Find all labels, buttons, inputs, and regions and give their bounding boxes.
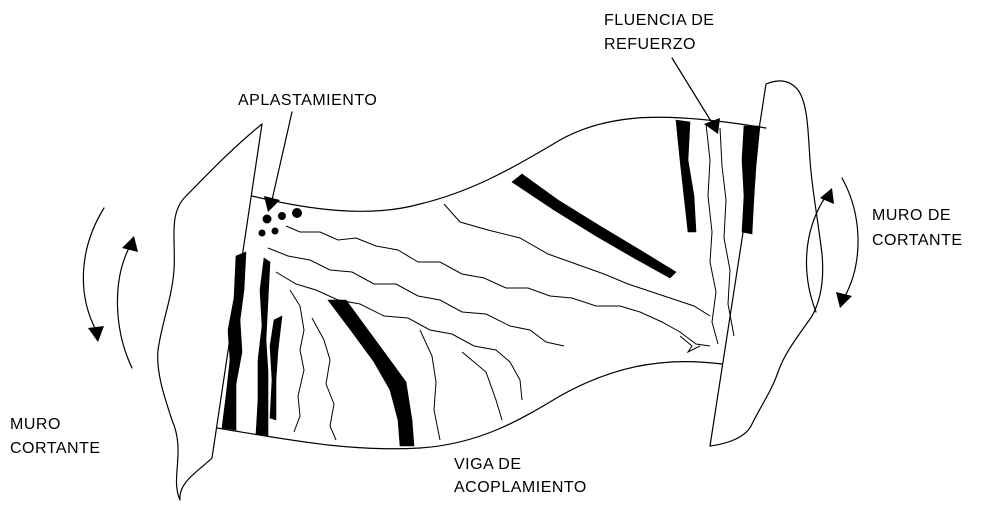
label-fluencia-line1: FLUENCIA DE [604,12,715,29]
thin-cracks [267,123,735,441]
right-shear-wall [709,80,824,447]
label-muro-right-line2: CORTANTE [872,232,963,249]
thin-crack-10 [719,127,735,337]
thin-crack-11 [679,335,701,354]
thin-crack-8 [443,203,711,317]
arrowhead [836,292,852,308]
label-muro-right-line1: MURO DE [872,207,952,224]
wide-crack-right-2 [741,125,761,235]
coupling-beam [216,116,767,450]
wide-crack-diagonal-upper [511,173,677,279]
wide-crack-right-1 [675,119,697,233]
left-rotation-arrows [82,207,138,369]
wide-crack-diagonal-lower [327,299,415,447]
label-muro-left-line2: CORTANTE [10,440,101,457]
thin-crack-4 [289,289,305,433]
crushing-dots [258,208,302,237]
thin-crack-3 [275,271,523,401]
label-fluencia-line2: REFUERZO [604,36,696,53]
left-shear-wall [157,123,263,501]
fluencia-leader [671,57,720,134]
arrowhead [122,236,138,252]
wide-cracks [221,119,761,447]
label-viga-line2: ACOPLAMIENTO [454,479,587,496]
right-rotation-arrows [805,177,859,313]
wide-crack-left-1 [221,251,247,431]
arrowhead [704,118,720,134]
arrowhead [820,188,834,204]
label-viga-line1: VIGA DE [454,456,522,473]
wide-crack-left-2 [255,257,271,437]
wide-crack-left-3 [269,315,283,421]
thin-crack-1 [285,225,711,347]
thin-crack-9 [705,123,719,345]
thin-crack-5 [311,317,337,441]
label-aplastamiento: APLASTAMIENTO [238,92,378,109]
thin-crack-7 [461,351,503,421]
thin-crack-2 [267,247,565,347]
arrowhead [88,326,104,342]
label-muro-left-line1: MURO [10,416,61,433]
aplastamiento-leader [264,111,293,212]
thin-crack-6 [419,329,441,441]
arrowhead [264,196,280,212]
